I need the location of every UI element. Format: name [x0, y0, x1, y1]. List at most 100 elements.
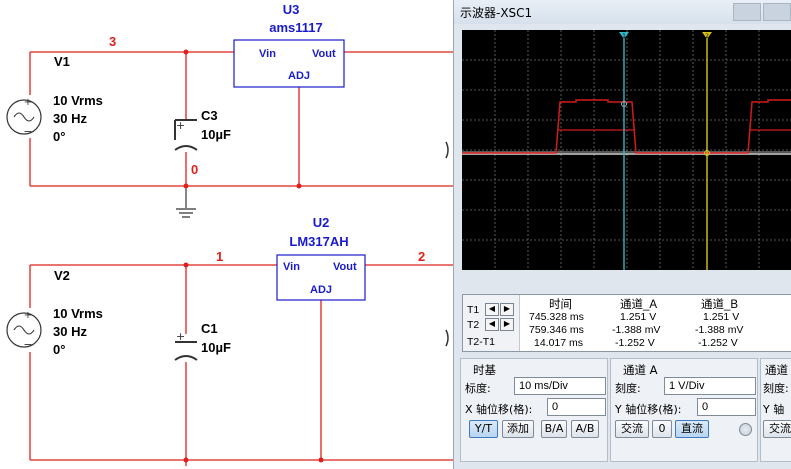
row-label-t2: T2: [467, 319, 480, 331]
svg-text:−: −: [23, 338, 32, 351]
t1-left-arrow-icon[interactable]: ◀: [485, 303, 499, 316]
u2-part: LM317AH: [289, 234, 348, 249]
svg-text:+: +: [24, 310, 32, 321]
scope-title: 示波器-XSC1: [460, 5, 533, 20]
channel-a-panel: 通道 A 刻度: 1 V/Div Y 轴位移(格): 0 交流 0 直流: [610, 358, 758, 462]
timebase-xpos-field[interactable]: 0: [547, 398, 606, 416]
channel-b-title: 通道: [765, 363, 788, 377]
u3-pin-vin: Vin: [259, 48, 276, 60]
minimize-icon[interactable]: [733, 3, 761, 21]
channel-b-ac-button[interactable]: 交流: [763, 420, 791, 438]
channel-a-ypos-field[interactable]: 0: [697, 398, 756, 416]
v1-frequency: 30 Hz: [53, 111, 87, 126]
v2-name: V2: [54, 268, 70, 283]
v2-phase: 0°: [53, 342, 65, 357]
u2-pin-vout: Vout: [333, 261, 357, 273]
svg-text:2: 2: [705, 33, 709, 40]
wires: [29, 51, 453, 466]
v2-frequency: 30 Hz: [53, 324, 87, 339]
t2-right-arrow-icon[interactable]: ▶: [500, 318, 514, 331]
t1-channel-a: 1.251 V: [620, 311, 657, 323]
v1-phase: 0°: [53, 129, 65, 144]
timebase-scale-label: 标度:: [465, 382, 491, 395]
channel-a-ac-button[interactable]: 交流: [615, 420, 649, 438]
timebase-title: 时基: [473, 363, 496, 377]
t2-channel-a: -1.388 mV: [612, 324, 661, 336]
t1-right-arrow-icon[interactable]: ▶: [500, 303, 514, 316]
cursor-readout: T1 ◀ ▶ T2 ◀ ▶ T2-T1 时间 通道_A 通道_B 745.328…: [462, 294, 791, 352]
cursor-t1-handle-icon[interactable]: [619, 32, 629, 39]
v1-amplitude: 10 Vrms: [53, 93, 103, 108]
channel-a-ypos-label: Y 轴位移(格):: [615, 403, 682, 416]
channel-a-trace: [462, 99, 791, 154]
u3-pin-vout: Vout: [312, 48, 336, 60]
u3-name: U3: [283, 2, 300, 17]
col-header-channel-b: 通道_B: [701, 299, 739, 311]
u2-chip[interactable]: [276, 254, 366, 301]
maximize-icon[interactable]: [763, 3, 791, 21]
v1-name: V1: [54, 54, 70, 69]
v2-source-icon[interactable]: + −: [6, 310, 42, 351]
row-label-t1: T1: [467, 304, 480, 316]
delta-time: 14.017 ms: [534, 337, 584, 349]
net-label-0: 0: [191, 162, 198, 177]
channel-b-panel: 通道 刻度: Y 轴 交流: [760, 358, 791, 462]
timebase-scale-field[interactable]: 10 ms/Div: [514, 377, 606, 395]
channel-a-scale-label: 刻度:: [615, 382, 641, 395]
t1-time: 745.328 ms: [529, 311, 584, 323]
u3-part: ams1117: [269, 20, 323, 35]
delta-channel-a: -1.252 V: [615, 337, 655, 349]
scope-titlebar[interactable]: 示波器-XSC1: [454, 0, 791, 24]
channel-a-scale-field[interactable]: 1 V/Div: [664, 377, 756, 395]
u3-pin-adj: ADJ: [288, 70, 310, 82]
grid: [462, 30, 791, 270]
t2-time: 759.346 ms: [529, 324, 584, 336]
channel-b-scale-label: 刻度:: [763, 382, 789, 395]
u2-pin-vin: Vin: [283, 261, 300, 273]
channel-a-title: 通道 A: [623, 363, 658, 377]
c3-value: 10µF: [201, 127, 231, 142]
v1-source-icon[interactable]: + −: [6, 97, 42, 138]
net-label-1: 1: [216, 249, 223, 264]
timebase-xpos-label: X 轴位移(格):: [465, 403, 533, 416]
t1-channel-b: 1.251 V: [703, 311, 740, 323]
channel-b-ypos-label: Y 轴: [763, 403, 785, 416]
c1-value: 10µF: [201, 340, 231, 355]
ground-icon: [176, 208, 196, 218]
net-label-2: 2: [418, 249, 425, 264]
channel-a-zero-button[interactable]: 0: [652, 420, 672, 438]
timebase-panel: 时基 标度: 10 ms/Div X 轴位移(格): 0 Y/T 添加 B/A …: [460, 358, 608, 462]
delta-channel-b: -1.252 V: [698, 337, 738, 349]
ab-button[interactable]: A/B: [571, 420, 599, 438]
t2-channel-b: -1.388 mV: [695, 324, 744, 336]
u2-pin-adj: ADJ: [310, 284, 332, 296]
svg-text:+: +: [24, 97, 32, 108]
t2-left-arrow-icon[interactable]: ◀: [485, 318, 499, 331]
net-label-3: 3: [109, 34, 116, 49]
svg-text:+: +: [176, 330, 185, 343]
c1-capacitor-icon[interactable]: [174, 341, 198, 361]
junctions: [183, 49, 324, 463]
svg-text:−: −: [23, 125, 32, 138]
c3-name: C3: [201, 108, 218, 123]
add-button[interactable]: 添加: [502, 420, 534, 438]
svg-text:+: +: [176, 119, 185, 132]
u3-chip[interactable]: [233, 39, 345, 88]
c1-name: C1: [201, 321, 218, 336]
channel-a-radio-icon[interactable]: [739, 423, 752, 436]
channel-a-dc-button[interactable]: 直流: [675, 420, 709, 438]
window-controls: [733, 3, 791, 21]
cursor-t2-handle-icon[interactable]: [702, 32, 712, 39]
svg-text:1: 1: [622, 33, 626, 40]
v2-amplitude: 10 Vrms: [53, 306, 103, 321]
col-header-time: 时间: [549, 299, 572, 311]
c3-capacitor-icon[interactable]: [174, 119, 198, 151]
col-header-channel-a: 通道_A: [620, 299, 658, 311]
yt-button[interactable]: Y/T: [469, 420, 498, 438]
ba-button[interactable]: B/A: [541, 420, 567, 438]
row-label-t2-t1: T2-T1: [467, 336, 496, 348]
scope-display[interactable]: 1 2: [462, 30, 791, 270]
oscilloscope-window[interactable]: 示波器-XSC1 1 2 T1 ◀ ▶ T2 ◀ ▶ T2-T: [453, 0, 791, 469]
u2-name: U2: [313, 215, 330, 230]
